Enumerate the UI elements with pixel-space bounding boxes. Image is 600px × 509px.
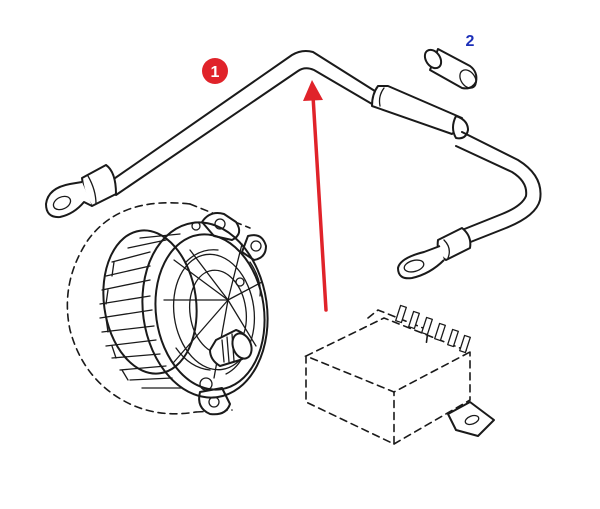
callout-1-label: 1 (211, 64, 220, 81)
callout-1: 1 (202, 58, 228, 84)
battery-cable[interactable] (45, 50, 542, 280)
cable-end-sleeve[interactable] (422, 47, 480, 91)
relay-module[interactable] (304, 304, 495, 446)
callout-2: 2 (466, 33, 475, 50)
callout-2-label: 2 (466, 33, 475, 50)
alternator[interactable] (66, 202, 278, 416)
pointer-arrow (303, 80, 328, 312)
callout-1-badge (202, 58, 228, 84)
